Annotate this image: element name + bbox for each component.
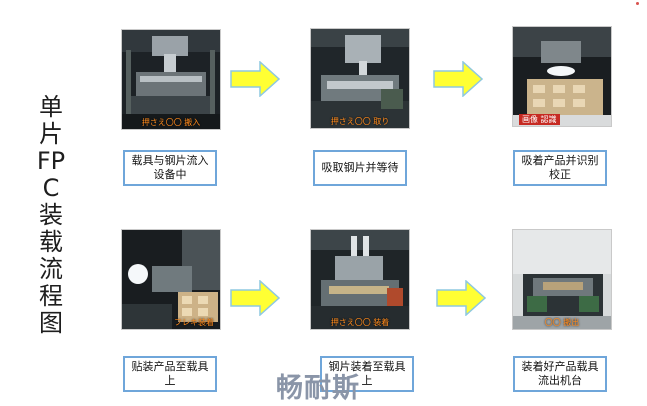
- step-2-photo-label: 押さえ〇〇 取り: [330, 117, 390, 126]
- step-1-photo-label: 押さえ〇〇 搬入: [141, 118, 201, 127]
- step-5-caption: 钢片装着至载具上: [320, 356, 414, 392]
- page-title: 单片FPC装载流程图: [36, 93, 66, 337]
- step-5-photo: 押さえ〇〇 装着: [310, 229, 410, 330]
- watermark-brand: 畅耐斯: [276, 373, 360, 404]
- step-6-caption: 装着好产品载具流出机台: [513, 356, 607, 392]
- step-5-photo-label: 押さえ〇〇 装着: [330, 318, 390, 327]
- step-2-photo: 押さえ〇〇 取り: [310, 28, 410, 129]
- flow-arrow-2: [433, 61, 483, 97]
- step-3-caption: 吸着产品并识别校正: [513, 150, 607, 186]
- step-3-photo-label: 画像 認識: [519, 114, 560, 125]
- step-6-photo: 〇〇 搬出: [512, 229, 612, 330]
- step-2-caption: 吸取钢片并等待: [313, 150, 407, 186]
- flow-arrow-3: [230, 280, 280, 316]
- flow-arrow-1: [230, 61, 280, 97]
- step-1-caption: 载具与钢片流入设备中: [123, 150, 217, 186]
- step-4-caption: 贴装产品至载具上: [123, 356, 217, 392]
- step-4-photo-label: フレキ装着: [174, 318, 214, 327]
- step-6-photo-label: 〇〇 搬出: [544, 318, 580, 327]
- step-1-photo: 押さえ〇〇 搬入: [121, 29, 221, 130]
- corner-mark: [636, 2, 639, 5]
- flow-arrow-4: [436, 280, 486, 316]
- step-4-photo: フレキ装着: [121, 229, 221, 330]
- step-3-photo: 画像 認識: [512, 26, 612, 127]
